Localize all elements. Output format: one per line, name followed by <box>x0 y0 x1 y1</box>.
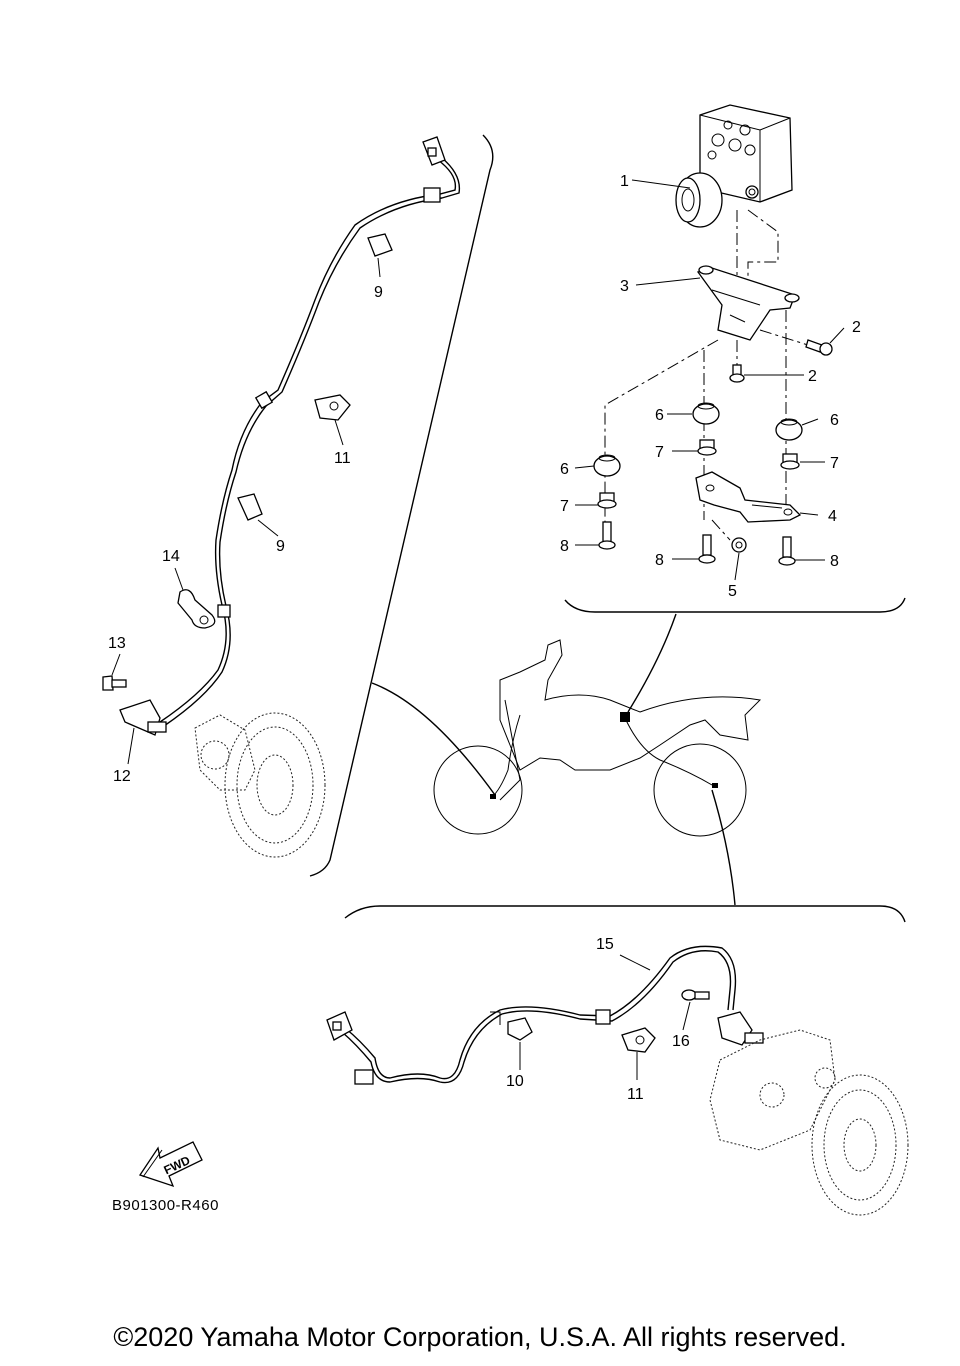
callout-10: 10 <box>506 1073 524 1090</box>
callout-16: 16 <box>672 1033 690 1050</box>
front-brake-ghost <box>194 712 326 858</box>
bolt-8-left <box>598 521 616 550</box>
rear-brake-ghost <box>709 1029 909 1216</box>
callout-2: 2 <box>808 368 817 385</box>
rear-sensor-lead <box>326 945 764 1085</box>
callout-1: 1 <box>620 173 629 190</box>
callout-11: 11 <box>334 450 351 467</box>
callout-3: 3 <box>620 278 629 295</box>
callout-6: 6 <box>830 412 839 429</box>
front-section-frame <box>309 134 494 877</box>
bolt-8-middle <box>698 534 716 564</box>
alignment-line <box>747 209 779 300</box>
copyright-notice: ©2020 Yamaha Motor Corporation, U.S.A. A… <box>113 1322 847 1352</box>
abs-leader-line <box>627 613 677 713</box>
callout-7: 7 <box>560 498 569 515</box>
callout-14: 14 <box>162 548 180 565</box>
abs-section-frame <box>564 597 906 613</box>
callout-8: 8 <box>655 552 664 569</box>
nut-5 <box>731 537 747 553</box>
bolt-2-right <box>805 339 833 356</box>
rear-leader-line <box>711 789 736 906</box>
grommet-6-left <box>593 454 621 477</box>
grommet-6-middle <box>692 402 720 425</box>
motorcycle-silhouette <box>433 639 762 837</box>
abs-hydraulic-unit <box>675 104 793 228</box>
collar-7-middle <box>697 439 717 456</box>
callout-6: 6 <box>655 407 664 424</box>
callout-6: 6 <box>560 461 569 478</box>
callout-9: 9 <box>276 538 285 555</box>
rear-section-frame <box>344 905 906 923</box>
callout-15: 15 <box>596 936 614 953</box>
diagram-code: B901300-R460 <box>112 1197 219 1214</box>
callout-7: 7 <box>655 444 664 461</box>
alignment-line <box>759 329 809 346</box>
bolt-8-right <box>778 536 796 566</box>
callout-9: 9 <box>374 284 383 301</box>
front-sensor-lead <box>102 136 461 736</box>
lower-bracket <box>695 471 802 523</box>
collar-7-left <box>597 492 617 509</box>
front-leader-line <box>371 682 496 796</box>
callout-13: 13 <box>108 635 126 652</box>
callout-7: 7 <box>830 455 839 472</box>
grommet-6-right <box>775 418 803 441</box>
callout-12: 12 <box>113 768 131 785</box>
fwd-arrow-icon: FWD <box>138 1141 203 1188</box>
callout-5: 5 <box>728 583 737 600</box>
upper-bracket <box>696 265 800 341</box>
callout-11: 11 <box>627 1086 644 1103</box>
bolt-2-lower <box>729 364 745 383</box>
collar-7-right <box>780 453 800 470</box>
callout-8: 8 <box>560 538 569 555</box>
callout-4: 4 <box>828 508 837 525</box>
callout-leaders <box>111 179 845 1080</box>
callout-2: 2 <box>852 319 861 336</box>
alignment-line <box>711 519 731 541</box>
callout-8: 8 <box>830 553 839 570</box>
